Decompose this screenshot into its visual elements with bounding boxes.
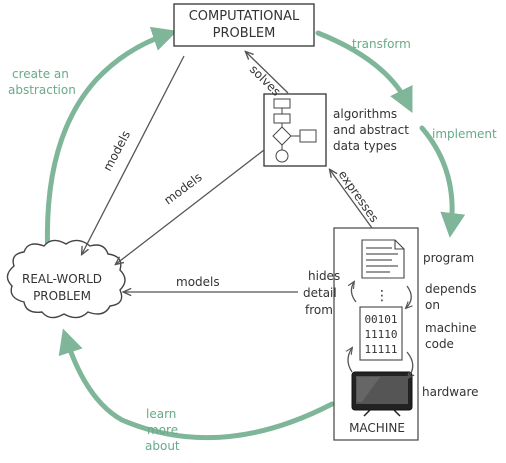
real-world-problem-line1: REAL-WORLD [22,272,102,286]
implement-label: implement [432,127,497,141]
models-middle-arrow [116,149,265,264]
cycle-arrows [44,26,466,441]
create-label-line1: create an [12,67,69,81]
depends-label-line1: depends [425,282,476,296]
machine-code-row3: 11111 [364,343,397,356]
computational-problem-node: COMPUTATIONAL PROBLEM [173,3,315,47]
hardware-label: hardware [422,385,479,399]
machine-inner-arrows [348,282,413,378]
solves-arrow [246,52,289,94]
machine-code-block: 00101 11110 11111 [359,306,403,361]
algorithms-label-line2: and abstract [333,123,409,137]
hides-arrow-lower [348,348,352,373]
models-bottom-label: models [176,275,220,289]
algorithms-label-line3: data types [333,139,397,153]
depends-label-line3: machine [425,321,477,335]
cycle-arrow-learn [58,328,335,441]
hides-arrow-upper [351,282,357,303]
machine-label: MACHINE [349,421,405,435]
program-document-icon [361,239,405,279]
learn-label-line3: about [145,439,180,453]
machine-node: ⋮ 00101 11110 11111 MACHINE [333,227,419,441]
ellipsis: ⋮ [375,288,389,304]
solves-label: solves [247,62,284,99]
cycle-arrow-abstraction [44,26,178,261]
hides-label-line1: hides [308,269,340,283]
hides-label-line2: detail [303,286,337,300]
real-world-problem-line2: PROBLEM [33,289,91,303]
machine-code-row2: 11110 [364,328,397,341]
learn-label-line1: learn [146,407,176,421]
expresses-arrow [330,170,373,229]
computational-problem-line1: COMPUTATIONAL [189,9,300,24]
algorithms-node: algorithms and abstract data types [263,93,409,167]
create-label-line2: abstraction [8,83,76,97]
expresses-label: expresses [336,168,382,225]
machine-code-row1: 00101 [364,313,397,326]
cycle-arrow-transform [315,30,413,113]
depends-arrow-lower [406,351,413,378]
algorithms-label-line1: algorithms [333,107,397,121]
flowchart-icon [272,98,317,163]
depends-label-line4: code [425,337,454,351]
real-world-problem-node: REAL-WORLD PROBLEM [6,239,126,319]
learn-label-line2: more [147,423,178,437]
transform-label: transform [352,37,411,51]
models-middle-label: models [161,170,204,207]
depends-label-line2: on [425,298,440,312]
models-left-arrow [82,55,185,254]
depends-arrow-upper [406,285,411,308]
cycle-arrow-implement [419,125,466,238]
program-label: program [423,251,474,265]
relationship-arrows [82,52,373,292]
hides-label-line3: from [305,303,333,317]
computational-problem-line2: PROBLEM [213,26,276,41]
monitor-icon [351,371,413,417]
models-left-label: models [100,128,133,173]
